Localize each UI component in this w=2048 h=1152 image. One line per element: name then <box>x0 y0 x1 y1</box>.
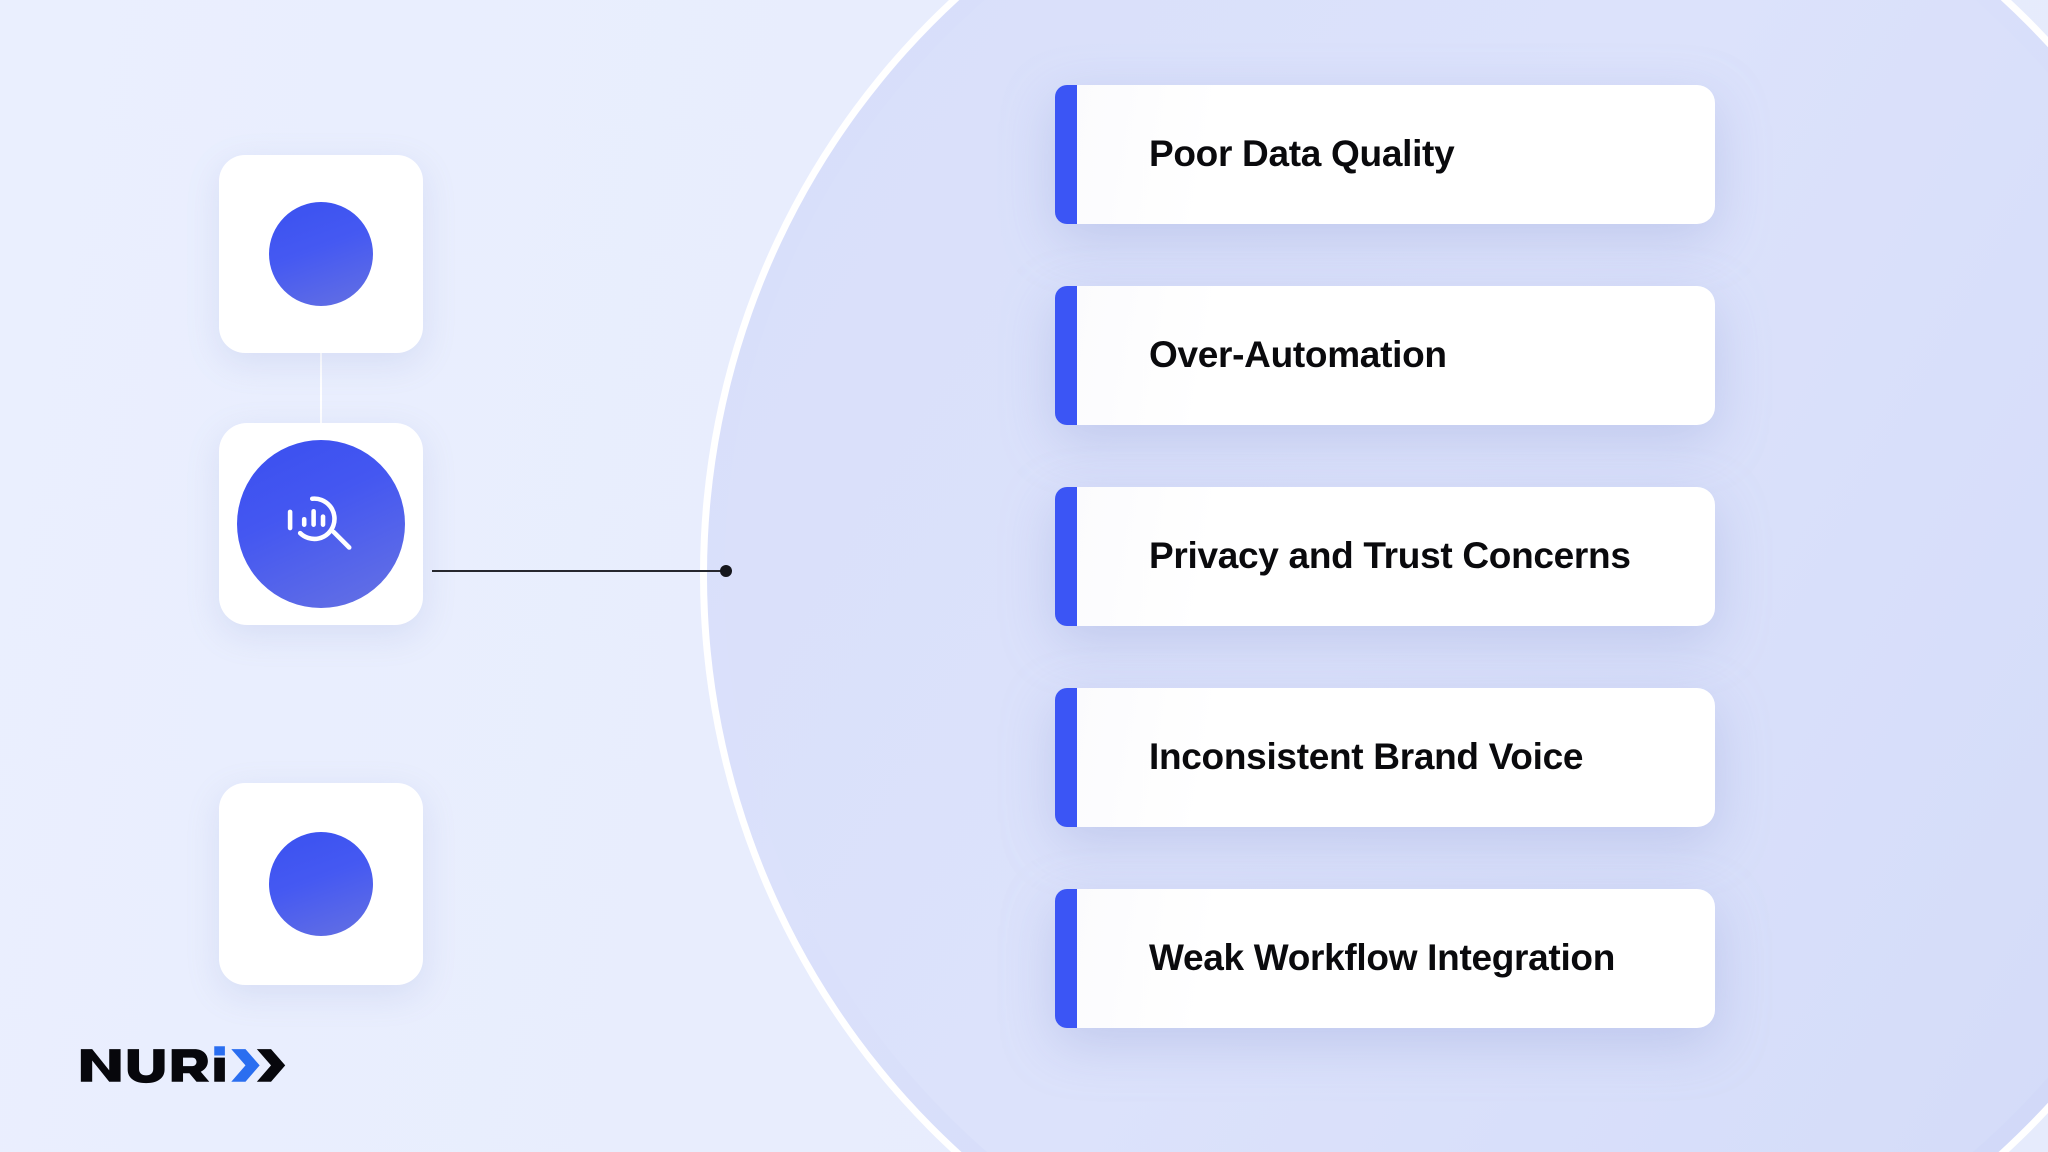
issue-card-body: Privacy and Trust Concerns <box>1077 487 1715 626</box>
accent-bar <box>1055 889 1077 1028</box>
issue-card[interactable]: Weak Workflow Integration <box>1055 889 1715 1028</box>
issue-card[interactable]: Over-Automation <box>1055 286 1715 425</box>
issue-card-body: Poor Data Quality <box>1077 85 1715 224</box>
issue-card-label: Inconsistent Brand Voice <box>1149 736 1584 778</box>
blue-dot-icon <box>269 202 373 306</box>
node-card-bottom[interactable] <box>219 783 423 985</box>
issue-card-list: Poor Data Quality Over-Automation Privac… <box>1055 85 1715 1028</box>
accent-bar <box>1055 286 1077 425</box>
issue-card-label: Over-Automation <box>1149 334 1447 376</box>
blue-dot-icon <box>269 832 373 936</box>
node-card-center[interactable] <box>219 423 423 625</box>
issue-card-label: Weak Workflow Integration <box>1149 937 1616 979</box>
issue-card-label: Privacy and Trust Concerns <box>1149 535 1631 577</box>
issue-card[interactable]: Poor Data Quality <box>1055 85 1715 224</box>
accent-bar <box>1055 688 1077 827</box>
issue-card-body: Over-Automation <box>1077 286 1715 425</box>
connector-wire <box>432 570 726 572</box>
connector-endpoint-dot-icon <box>720 565 732 577</box>
accent-bar <box>1055 487 1077 626</box>
nurix-wordmark-icon <box>80 1046 286 1084</box>
issue-card-body: Inconsistent Brand Voice <box>1077 688 1715 827</box>
accent-bar <box>1055 85 1077 224</box>
connector-line-icon <box>432 565 732 577</box>
issue-card-body: Weak Workflow Integration <box>1077 889 1715 1028</box>
nurix-logo <box>78 1040 291 1088</box>
issue-card-label: Poor Data Quality <box>1149 133 1455 175</box>
issue-card[interactable]: Privacy and Trust Concerns <box>1055 487 1715 626</box>
issue-card[interactable]: Inconsistent Brand Voice <box>1055 688 1715 827</box>
node-chain <box>219 155 423 985</box>
node-card-top[interactable] <box>219 155 423 353</box>
data-search-icon <box>237 440 405 608</box>
